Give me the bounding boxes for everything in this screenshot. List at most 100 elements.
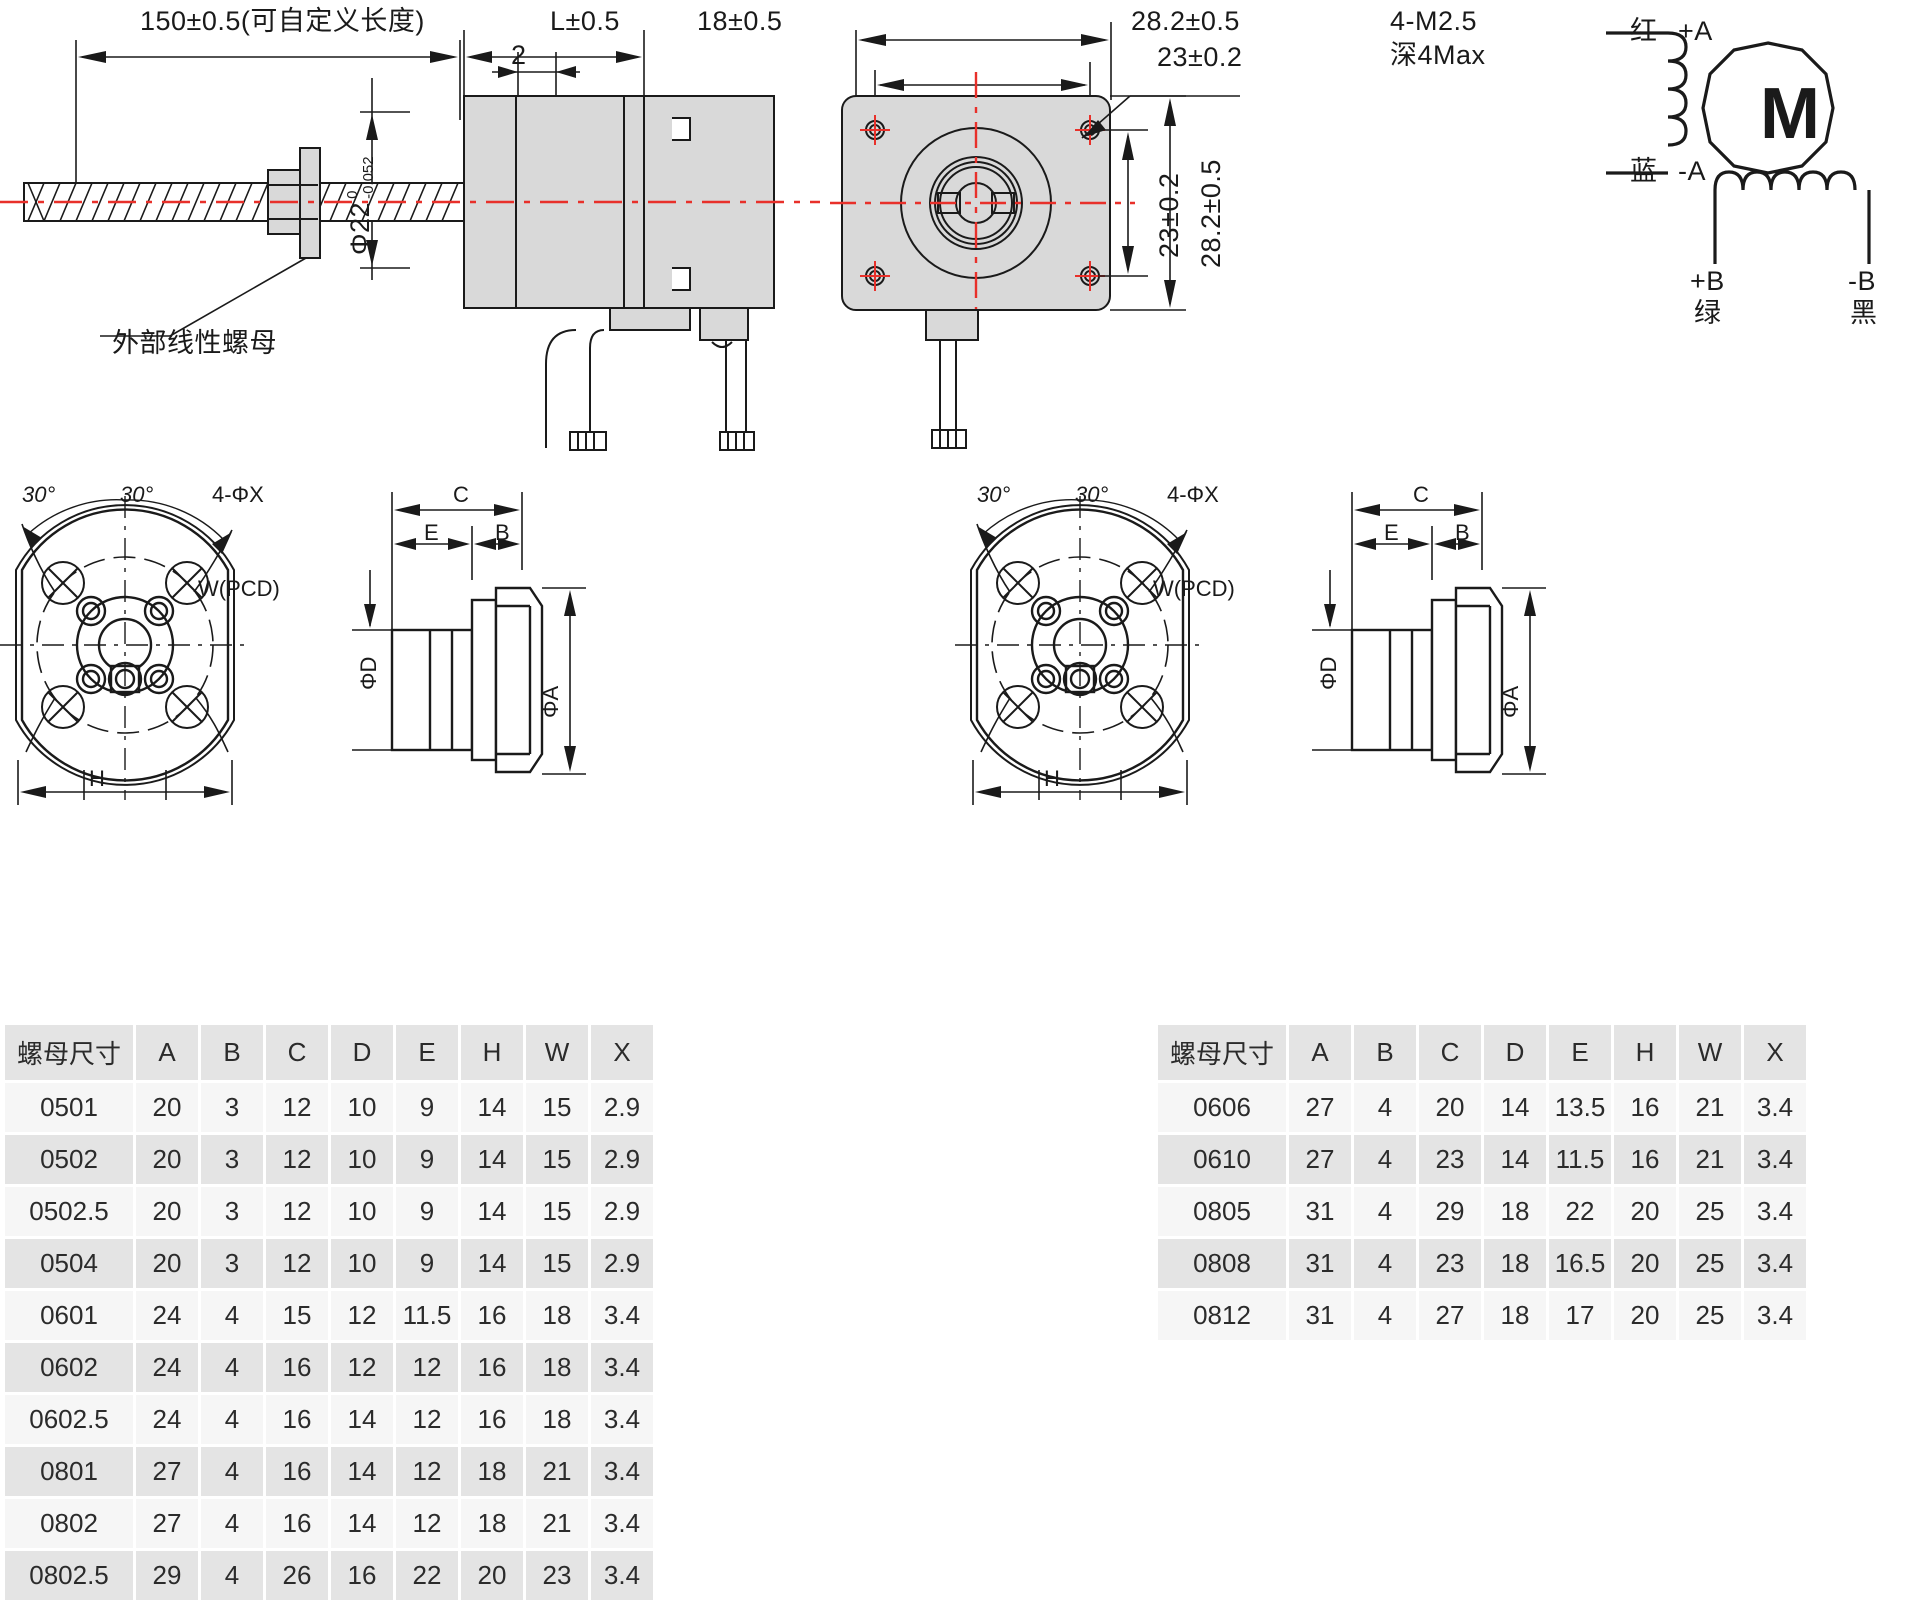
dimension-cell: 14 bbox=[461, 1135, 523, 1184]
dimension-cell: 3.4 bbox=[591, 1343, 653, 1392]
nut-left-dim-b: B bbox=[495, 520, 510, 545]
dimension-cell: 3.4 bbox=[1744, 1239, 1806, 1288]
nut-left-dim-c: C bbox=[453, 482, 469, 507]
table-col-header: E bbox=[1549, 1025, 1611, 1080]
nut-size-cell: 0802.5 bbox=[5, 1551, 133, 1600]
dimension-cell: 20 bbox=[136, 1083, 198, 1132]
dimension-cell: 14 bbox=[331, 1447, 393, 1496]
side-view-assembly bbox=[0, 0, 830, 470]
dimension-cell: 18 bbox=[1484, 1187, 1546, 1236]
dimension-cell: 25 bbox=[1679, 1187, 1741, 1236]
dim-front-height-outer: 28.2±0.5 bbox=[1196, 159, 1226, 268]
wire-label-black-color: 黑 bbox=[1850, 298, 1878, 328]
dimension-cell: 14 bbox=[1484, 1135, 1546, 1184]
dimension-cell: 12 bbox=[331, 1291, 393, 1340]
wiring-diagram bbox=[1430, 0, 1928, 290]
dimension-cell: 16 bbox=[1614, 1083, 1676, 1132]
nut-size-cell: 0805 bbox=[1158, 1187, 1286, 1236]
dimension-cell: 16 bbox=[331, 1551, 393, 1600]
nut-size-cell: 0502.5 bbox=[5, 1187, 133, 1236]
table-col-header: H bbox=[1614, 1025, 1676, 1080]
dimension-cell: 15 bbox=[526, 1187, 588, 1236]
nut-right-hole-callout: 4-ΦX bbox=[1167, 482, 1219, 507]
dimension-cell: 16 bbox=[266, 1343, 328, 1392]
nut-left-dim-h: H bbox=[89, 766, 105, 791]
thread-callout-line1: 4-M2.5 bbox=[1390, 6, 1478, 36]
nut-left-dim-e: E bbox=[424, 520, 439, 545]
nut-side-view-left bbox=[330, 470, 620, 820]
dimension-cell: 18 bbox=[526, 1395, 588, 1444]
nut-left-pcd-callout: W(PCD) bbox=[198, 576, 280, 601]
nut-size-cell: 0504 bbox=[5, 1239, 133, 1288]
nut-callout-label: 外部线性螺母 bbox=[112, 328, 277, 358]
dimension-cell: 20 bbox=[1614, 1239, 1676, 1288]
dim-front-bolt-circle-height: 23±0.2 bbox=[1154, 172, 1184, 258]
dimension-cell: 10 bbox=[331, 1239, 393, 1288]
dimension-cell: 3 bbox=[201, 1083, 263, 1132]
nut-size-cell: 0808 bbox=[1158, 1239, 1286, 1288]
dimension-cell: 16 bbox=[266, 1499, 328, 1548]
nut-size-cell: 0606 bbox=[1158, 1083, 1286, 1132]
dimension-cell: 18 bbox=[526, 1291, 588, 1340]
dimension-cell: 14 bbox=[331, 1499, 393, 1548]
nut-right-dim-c: C bbox=[1413, 482, 1429, 507]
dim-front-bolt-circle-width: 23±0.2 bbox=[1157, 42, 1243, 72]
nut-size-cell: 0602.5 bbox=[5, 1395, 133, 1444]
nut-left-hole-callout: 4-ΦX bbox=[212, 482, 264, 507]
dimension-cell: 20 bbox=[136, 1135, 198, 1184]
dimension-cell: 4 bbox=[201, 1551, 263, 1600]
dimension-cell: 2.9 bbox=[591, 1239, 653, 1288]
dimension-cell: 9 bbox=[396, 1083, 458, 1132]
dimension-cell: 25 bbox=[1679, 1291, 1741, 1340]
dimension-cell: 4 bbox=[1354, 1239, 1416, 1288]
thread-callout-line2: 深4Max bbox=[1390, 40, 1486, 70]
dimension-cell: 4 bbox=[201, 1499, 263, 1548]
dim-screw-length: 150±0.5(可自定义长度) bbox=[140, 6, 425, 36]
dimension-cell: 3.4 bbox=[591, 1291, 653, 1340]
dimension-cell: 23 bbox=[526, 1551, 588, 1600]
dimension-cell: 31 bbox=[1289, 1187, 1351, 1236]
dimension-cell: 27 bbox=[1419, 1291, 1481, 1340]
table-col-header: W bbox=[526, 1025, 588, 1080]
wire-label-blue-minusA-color: 蓝 bbox=[1630, 156, 1658, 186]
dimension-cell: 12 bbox=[396, 1395, 458, 1444]
table-col-header: X bbox=[1744, 1025, 1806, 1080]
table-col-header: D bbox=[331, 1025, 393, 1080]
nut-size-cell: 0502 bbox=[5, 1135, 133, 1184]
dimension-cell: 20 bbox=[1614, 1187, 1676, 1236]
dimension-cell: 10 bbox=[331, 1083, 393, 1132]
dimension-cell: 14 bbox=[461, 1187, 523, 1236]
dim-front-width-outer: 28.2±0.5 bbox=[1131, 6, 1240, 36]
dimension-cell: 20 bbox=[136, 1187, 198, 1236]
dimension-cell: 4 bbox=[1354, 1083, 1416, 1132]
dimension-cell: 10 bbox=[331, 1187, 393, 1236]
dimension-cell: 16 bbox=[461, 1343, 523, 1392]
front-view-assembly bbox=[830, 0, 1250, 470]
dimension-cell: 3.4 bbox=[591, 1395, 653, 1444]
dimension-cell: 4 bbox=[1354, 1187, 1416, 1236]
nut-side-view-right bbox=[1290, 470, 1580, 820]
dimension-cell: 2.9 bbox=[591, 1187, 653, 1236]
wire-label-green-color: 绿 bbox=[1694, 298, 1722, 328]
dimension-cell: 12 bbox=[266, 1135, 328, 1184]
table-col-header: H bbox=[461, 1025, 523, 1080]
dimension-cell: 2.9 bbox=[591, 1135, 653, 1184]
table-col-header: A bbox=[1289, 1025, 1351, 1080]
dimension-cell: 27 bbox=[1289, 1083, 1351, 1132]
dimension-cell: 12 bbox=[266, 1187, 328, 1236]
dimension-cell: 21 bbox=[1679, 1083, 1741, 1132]
dimension-cell: 15 bbox=[526, 1239, 588, 1288]
dimension-cell: 23 bbox=[1419, 1135, 1481, 1184]
dimension-cell: 21 bbox=[526, 1447, 588, 1496]
dimension-cell: 3.4 bbox=[591, 1499, 653, 1548]
dimension-cell: 9 bbox=[396, 1135, 458, 1184]
dimension-cell: 4 bbox=[201, 1447, 263, 1496]
nut-right-dim-phi-d: ΦD bbox=[1316, 656, 1341, 690]
